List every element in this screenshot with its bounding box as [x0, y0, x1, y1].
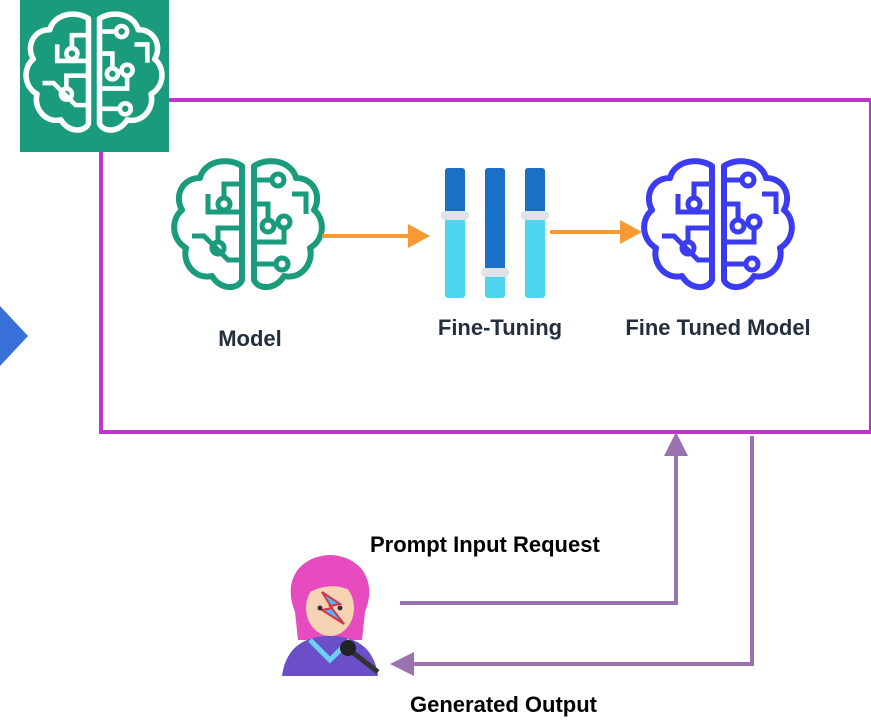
fine-tuned-brain-icon [644, 161, 792, 287]
arrow-model-to-finetuning [322, 224, 430, 248]
connector-generated-output [390, 436, 754, 676]
singer-avatar-icon [282, 555, 380, 676]
brain-circuit-logo-icon [20, 0, 169, 152]
connector-prompt-input [400, 432, 688, 605]
fine-tuned-model-label: Fine Tuned Model [625, 315, 811, 340]
model-label: Model [218, 326, 282, 351]
arrow-finetuning-to-tunedmodel [550, 220, 642, 244]
generated-output-label: Generated Output [410, 692, 598, 717]
fine-tuning-label: Fine-Tuning [437, 315, 563, 340]
fine-tuning-box [99, 98, 871, 434]
model-brain-icon [174, 161, 322, 287]
chevron-right-icon [0, 306, 28, 366]
prompt-input-request-label: Prompt Input Request [370, 532, 600, 557]
sliders-icon [441, 168, 549, 298]
